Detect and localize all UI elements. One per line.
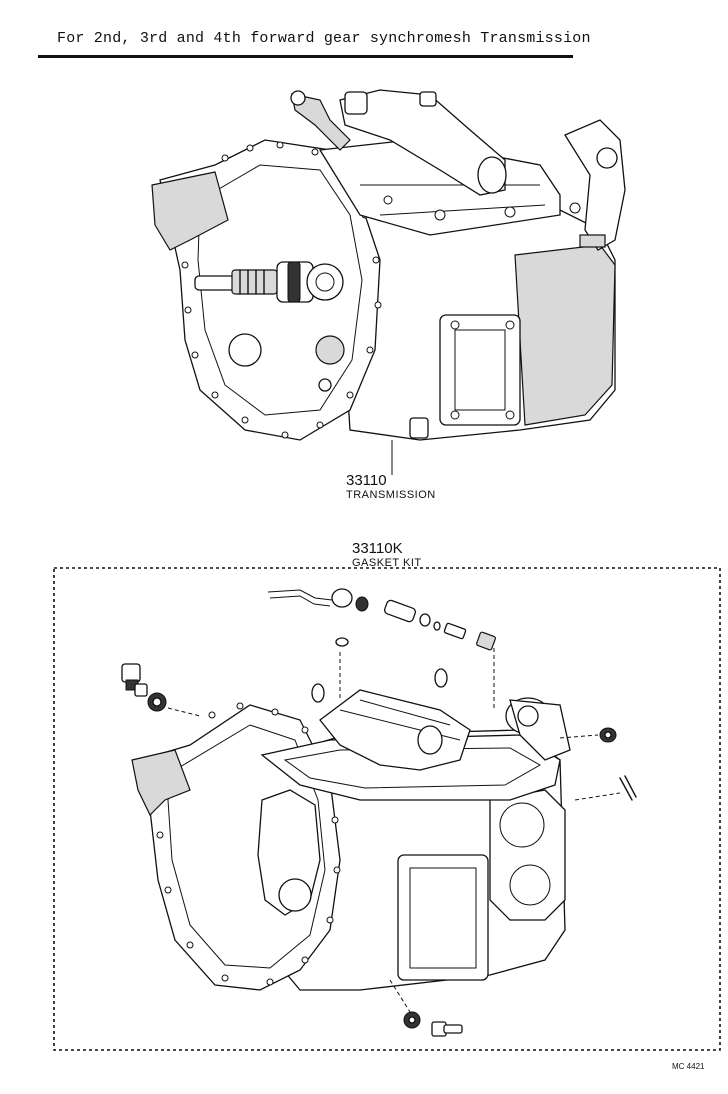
reference-code: MC 4421 bbox=[672, 1062, 705, 1071]
title-underline bbox=[38, 55, 573, 58]
part-name: TRANSMISSION bbox=[346, 489, 436, 501]
part-number: 33110K bbox=[352, 540, 403, 557]
part-label-transmission: 33110 TRANSMISSION bbox=[346, 472, 436, 501]
transmission-assembly-drawing bbox=[151, 89, 626, 475]
part-name: GASKET KIT bbox=[352, 557, 422, 569]
part-number: 33110 bbox=[346, 472, 387, 489]
gasket-kit-drawing bbox=[53, 567, 721, 1051]
part-label-gasket-kit: 33110K GASKET KIT bbox=[352, 540, 422, 569]
page-title: For 2nd, 3rd and 4th forward gear synchr… bbox=[57, 30, 591, 47]
